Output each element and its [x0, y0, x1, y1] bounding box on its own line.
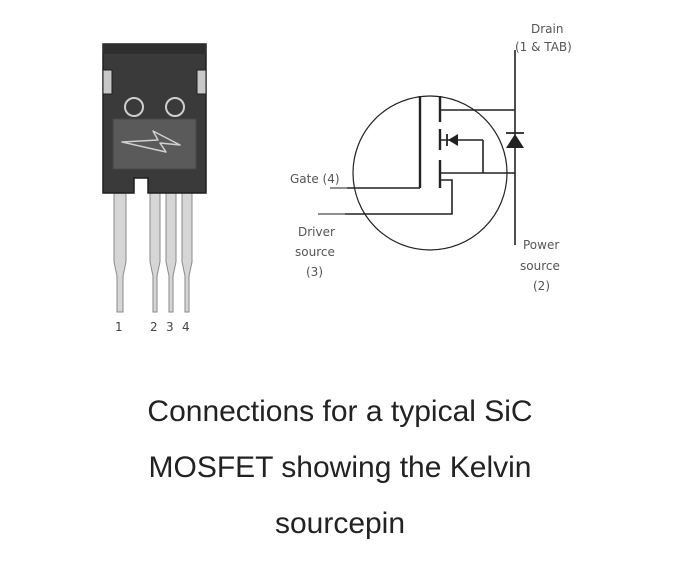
bolt-logo-icon [121, 130, 181, 153]
package-notch-left [102, 69, 113, 95]
mosfet-connection-diagram: 1 2 3 4 Drain (1 & TAB) Gate [102, 22, 572, 334]
driver-source-label-line1: Driver [298, 225, 335, 239]
lead-1 [113, 189, 127, 313]
caption-line-3: sourcepin [274, 507, 406, 540]
package-window [112, 118, 197, 170]
drain-pins-label: (1 & TAB) [515, 40, 572, 54]
figure-caption: Connections for a typical SiC MOSFET sho… [0, 384, 680, 552]
caption-line-2: MOSFET showing the Kelvin [148, 451, 532, 484]
driver-source-label-line3: (3) [306, 265, 323, 279]
package-tab [103, 44, 206, 54]
pin-number-4: 4 [182, 320, 190, 334]
power-source-label-line2: source [520, 259, 560, 273]
lead-2 [149, 189, 161, 313]
pin-number-1: 1 [115, 320, 123, 334]
package-notch-right [196, 69, 207, 95]
power-source-label-line3: (2) [533, 279, 550, 293]
body-arrow-icon [448, 134, 458, 146]
mosfet-package [102, 43, 207, 313]
caption-line-1: Connections for a typical SiC [147, 395, 533, 428]
power-source-label-line1: Power [523, 238, 559, 252]
gate-label: Gate (4) [290, 172, 340, 186]
driver-source-lead [345, 179, 453, 215]
pin-number-3: 3 [166, 320, 174, 334]
pin-number-2: 2 [150, 320, 158, 334]
package-leads [113, 189, 193, 313]
body-diode-icon [506, 134, 524, 148]
driver-source-label-line2: source [295, 245, 335, 259]
lead-4 [181, 189, 193, 313]
drain-label: Drain [531, 22, 563, 36]
lead-3 [165, 189, 177, 313]
mounting-hole-left [124, 97, 144, 117]
mounting-hole-right [165, 97, 185, 117]
mosfet-symbol [345, 50, 524, 251]
